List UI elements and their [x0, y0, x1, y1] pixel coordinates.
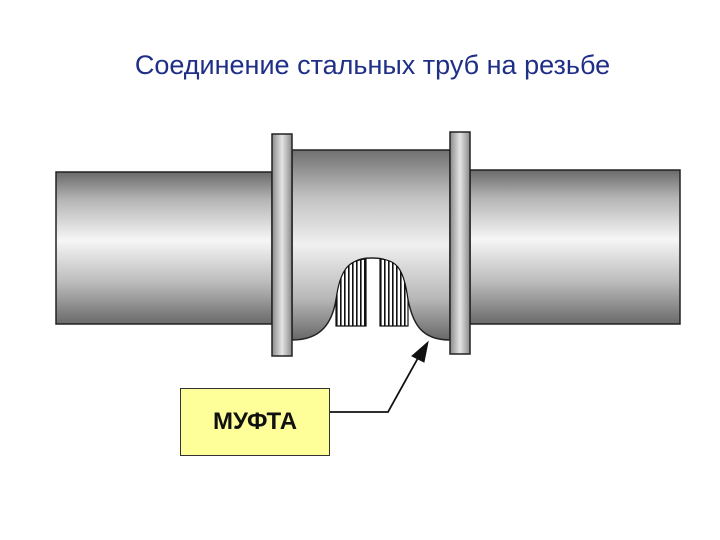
page-title: Соединение стальных труб на резьбе — [134, 50, 611, 80]
thread-right — [379, 258, 409, 327]
coupling-body — [291, 149, 451, 341]
right-pipe — [469, 169, 681, 325]
coupling-label: МУФТА — [180, 388, 330, 456]
left-pipe — [55, 171, 273, 325]
right-flange — [449, 131, 471, 355]
thread-left — [335, 258, 367, 327]
leader-arrowhead — [411, 340, 429, 363]
leader-line — [330, 357, 419, 413]
left-flange — [271, 133, 293, 357]
coupling-label-text: МУФТА — [212, 408, 298, 435]
